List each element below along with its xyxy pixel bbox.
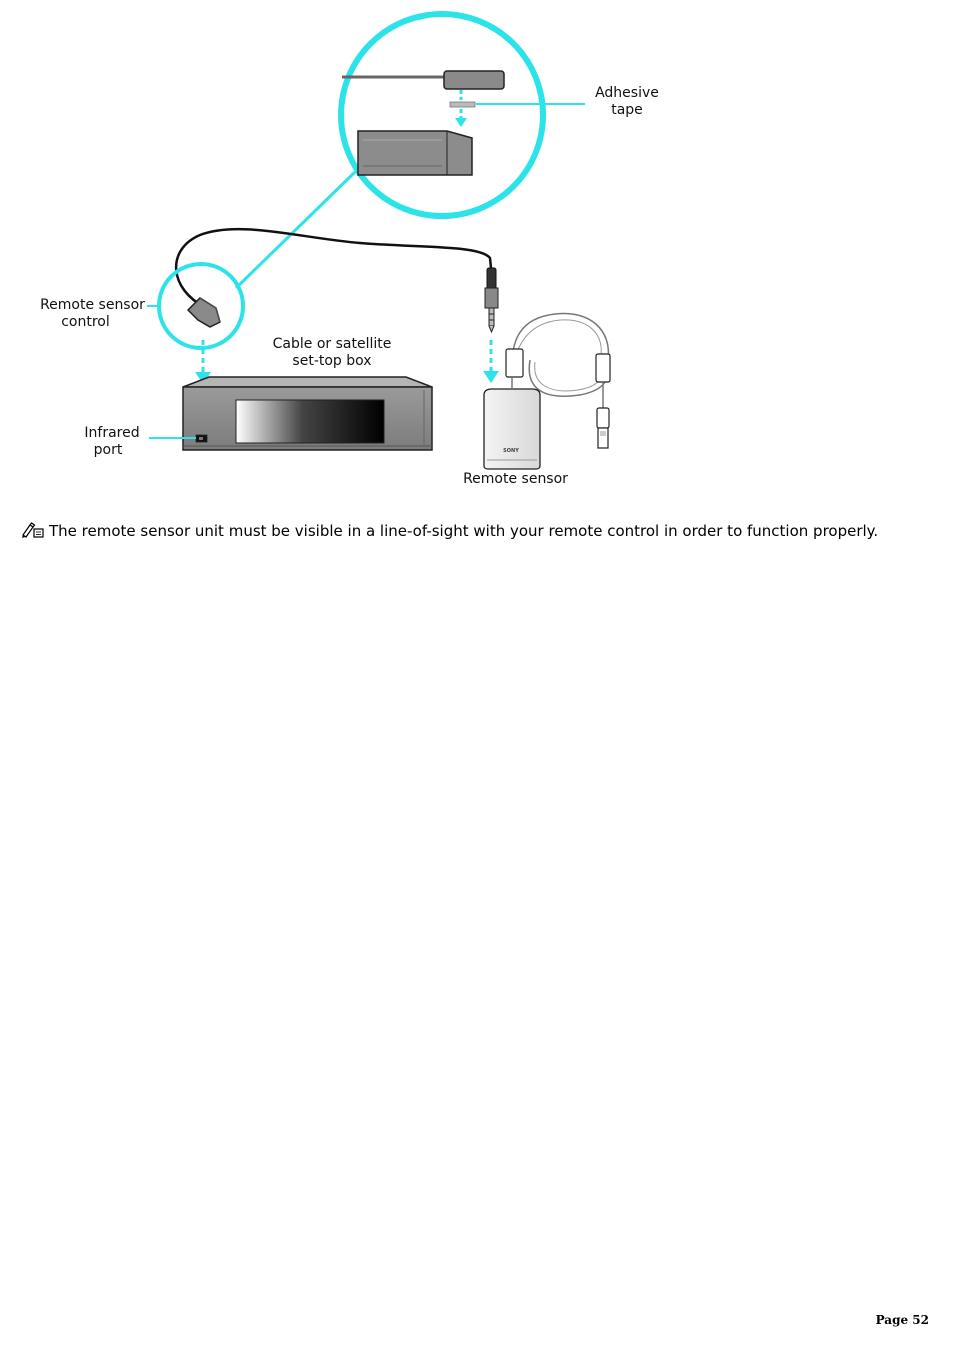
set-top-box-label-line1: Cable or satellite <box>272 336 392 352</box>
remote-sensor-control-label-line1: Remote sensor <box>40 297 145 313</box>
remote-sensor-unit: SONY <box>483 312 611 470</box>
magnified-callout <box>234 11 585 290</box>
remote-sensor-label: Remote sensor <box>463 471 568 487</box>
set-top-box-label-line2: set-top box <box>292 353 372 369</box>
infrared-port-label-line1: Infrared <box>84 425 140 441</box>
sensor-brand-badge: SONY <box>503 448 519 454</box>
remote-sensor-control <box>186 297 221 328</box>
set-top-box-label: Cable or satellite set-top box <box>268 336 396 370</box>
sensor-setup-diagram: SONY Adhesive tape Remote sensor control… <box>0 0 954 500</box>
diagram-graphic: SONY <box>147 11 611 470</box>
set-top-box <box>182 376 433 451</box>
infrared-port-label-line2: port <box>93 442 123 458</box>
adhesive-tape-label-line2: tape <box>611 102 643 118</box>
adhesive-tape-label: Adhesive tape <box>588 85 666 119</box>
note-paragraph: The remote sensor unit must be visible i… <box>21 521 878 541</box>
remote-sensor-control-label: Remote sensor control <box>35 297 150 331</box>
page-number: Page 52 <box>875 1313 929 1327</box>
adhesive-tape-label-line1: Adhesive <box>595 85 659 101</box>
sensor-plug <box>484 267 499 334</box>
note-text: The remote sensor unit must be visible i… <box>49 522 879 540</box>
infrared-port-label: Infrared port <box>78 425 146 459</box>
pencil-note-icon <box>22 522 44 538</box>
remote-sensor-control-label-line2: control <box>61 314 110 330</box>
sensor-cable <box>174 227 493 309</box>
